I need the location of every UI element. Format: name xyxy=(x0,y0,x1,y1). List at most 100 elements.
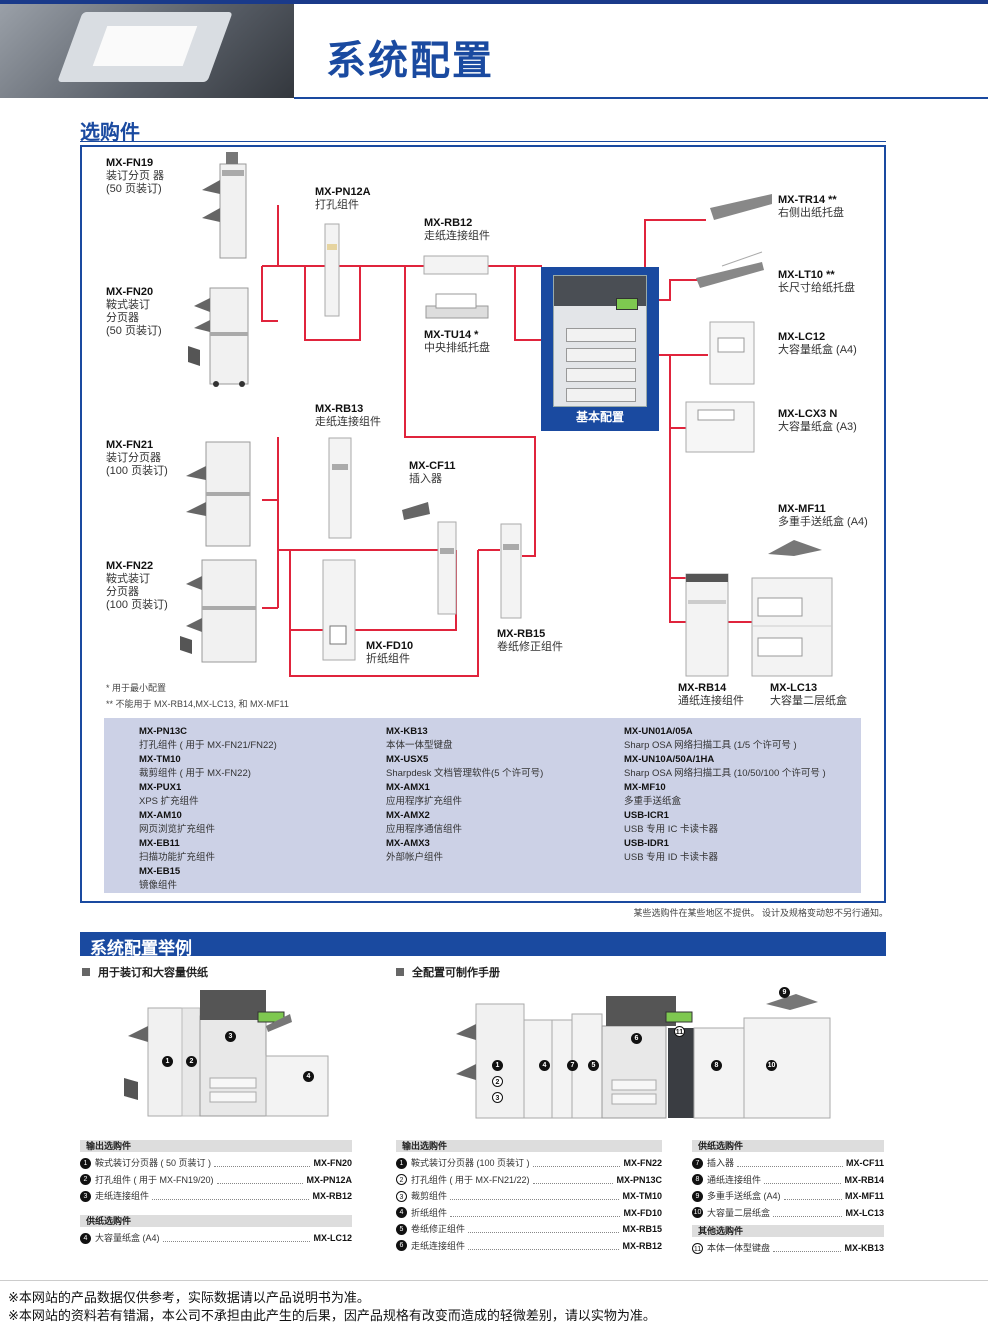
finisher-fn19-image xyxy=(202,152,247,259)
callout-3: 3 xyxy=(225,1031,236,1042)
bridge-rb12-image xyxy=(423,255,489,275)
group-heading: 输出选购件 xyxy=(396,1140,662,1152)
callout-2: 2 xyxy=(186,1056,197,1067)
callout-11: 11 xyxy=(674,1026,685,1037)
footer-note: ※本网站的资料若有错漏，本公司不承担由此产生的后果，因产品规格有改变而造成的轻微… xyxy=(8,1308,656,1323)
base-config-label: 基本配置 xyxy=(575,410,624,424)
hero-image xyxy=(0,4,294,98)
example2-title: 全配置可制作手册 xyxy=(396,964,500,980)
tray-tu14-image xyxy=(425,293,489,319)
inserter-cf11-image xyxy=(402,502,457,615)
option-label: MX-LT10 **长尺寸给纸托盘 xyxy=(778,269,855,294)
base-machine-image xyxy=(553,275,647,407)
title-divider xyxy=(294,97,988,99)
section-bar-examples: 系统配置举例 xyxy=(80,932,886,958)
example1-image xyxy=(124,990,329,1117)
bridge-rb14-image xyxy=(685,573,729,677)
group-heading: 供纸选购件 xyxy=(692,1140,884,1152)
callout-5: 5 xyxy=(588,1060,599,1071)
callout-6: 6 xyxy=(631,1033,642,1044)
example1-title: 用于装订和大容量供纸 xyxy=(82,964,208,980)
lcc-lc13-image xyxy=(751,577,833,677)
group-heading: 输出选购件 xyxy=(80,1140,352,1152)
footer-note: ※本网站的产品数据仅供参考，实际数据请以产品说明书为准。 xyxy=(8,1290,370,1305)
callout-8: 8 xyxy=(711,1060,722,1071)
footer-notes: ※本网站的产品数据仅供参考，实际数据请以产品说明书为准。 ※本网站的资料若有错漏… xyxy=(8,1289,656,1325)
callout-10: 10 xyxy=(766,1060,777,1071)
note-incompatible: ** 不能用于 MX-RB14,MX-LC13, 和 MX-MF11 xyxy=(106,699,289,709)
callout-7: 7 xyxy=(567,1060,578,1071)
callout-9: 9 xyxy=(779,987,790,998)
option-label: MX-TR14 **右侧出纸托盘 xyxy=(778,194,844,219)
callout-1: 1 xyxy=(492,1060,503,1071)
lcc-lcx3n-image xyxy=(685,401,755,453)
group-heading: 供纸选购件 xyxy=(80,1215,352,1227)
finisher-fn22-image xyxy=(180,559,257,663)
folder-fd10-image xyxy=(322,559,356,661)
lcc-lc12-image xyxy=(709,321,755,385)
callout-1: 1 xyxy=(162,1056,173,1067)
top-accent-bar xyxy=(0,0,988,4)
option-label: MX-TU14 *中央排纸托盘 xyxy=(424,329,490,354)
bypass-mf11-image xyxy=(768,540,822,556)
option-notes: * 用于最小配置 ** 不能用于 MX-RB14,MX-LC13, 和 MX-M… xyxy=(106,680,289,712)
note-min-config: * 用于最小配置 xyxy=(106,683,167,693)
punch-pn12a-image xyxy=(324,223,340,317)
callout-3: 3 xyxy=(492,1092,503,1103)
options-diagram xyxy=(80,145,886,903)
section-heading-options: 选购件 xyxy=(80,122,140,144)
group-heading: 其他选购件 xyxy=(692,1225,884,1237)
callout-4: 4 xyxy=(303,1071,314,1082)
finisher-fn20-image xyxy=(188,287,249,387)
region-disclaimer: 某些选购件在某些地区不提供。 设计及规格变动恕不另行通知。 xyxy=(633,908,888,918)
finisher-fn21-image xyxy=(186,441,251,547)
section-heading-examples: 系统配置举例 xyxy=(90,939,192,958)
tray-tr14-image xyxy=(710,194,772,220)
